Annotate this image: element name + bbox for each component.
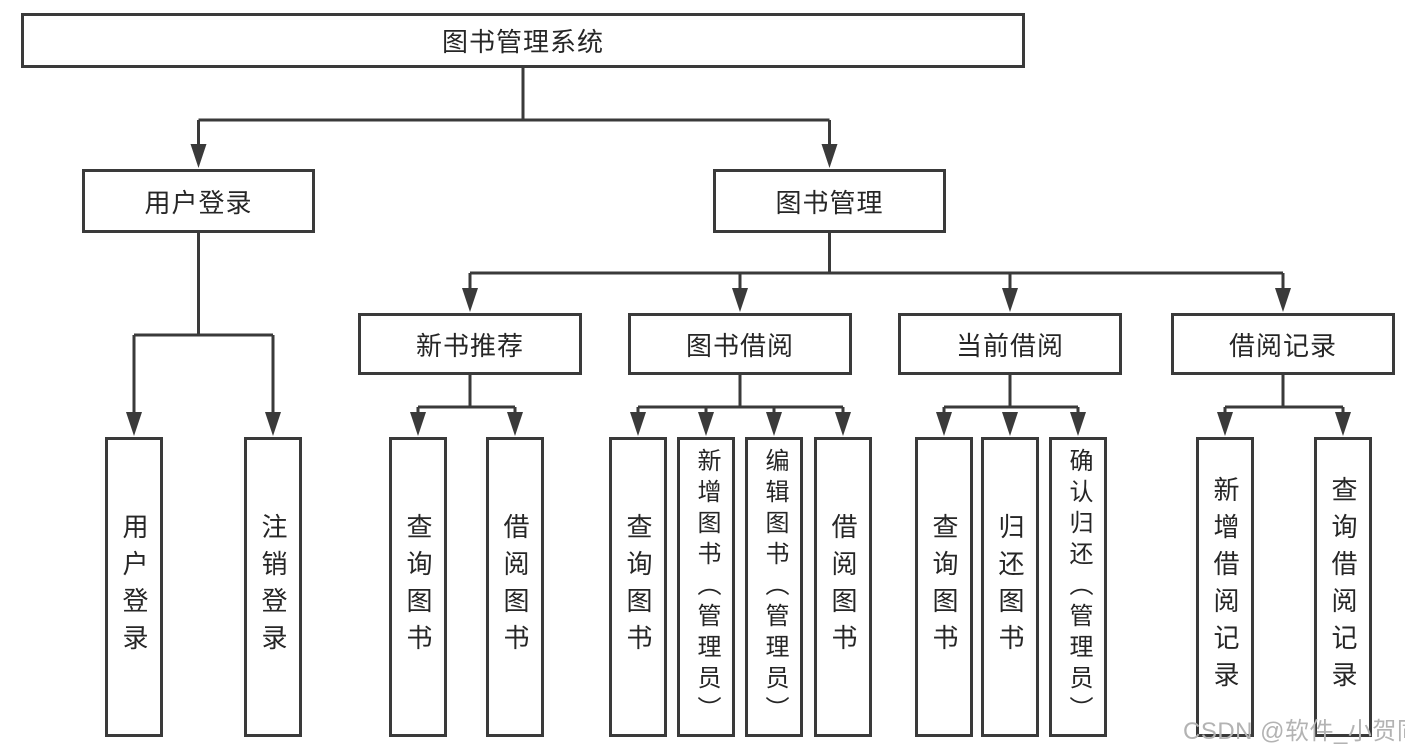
leaf-borrow-books-borrowing-label: 借阅图书 bbox=[828, 513, 858, 661]
leaf-add-books-admin: 新增图书（管理员） bbox=[677, 437, 735, 737]
leaf-borrow-books-recommend-label: 借阅图书 bbox=[500, 513, 530, 661]
leaf-add-books-admin-label: 新增图书（管理员） bbox=[693, 447, 720, 727]
leaf-edit-books-admin-label: 编辑图书（管理员） bbox=[761, 447, 788, 727]
node-library-system-label: 图书管理系统 bbox=[441, 27, 604, 57]
leaf-return-books: 归还图书 bbox=[981, 437, 1039, 737]
leaf-query-books-recommend: 查询图书 bbox=[389, 437, 447, 737]
leaf-query-books-recommend-label: 查询图书 bbox=[403, 513, 433, 661]
leaf-query-books-borrowing: 查询图书 bbox=[609, 437, 667, 737]
leaf-return-books-label: 归还图书 bbox=[995, 513, 1025, 661]
node-book-management: 图书管理 bbox=[713, 169, 946, 233]
node-current-borrowing-label: 当前借阅 bbox=[955, 330, 1064, 361]
node-user-login: 用户登录 bbox=[82, 169, 315, 233]
leaf-query-borrow-record-label: 查询借阅记录 bbox=[1328, 476, 1358, 698]
leaf-borrow-books-recommend: 借阅图书 bbox=[486, 437, 544, 737]
node-library-system: 图书管理系统 bbox=[21, 13, 1025, 68]
leaf-add-borrow-record: 新增借阅记录 bbox=[1196, 437, 1254, 737]
leaf-query-books-current-label: 查询图书 bbox=[929, 513, 959, 661]
node-book-borrowing: 图书借阅 bbox=[628, 313, 852, 375]
node-current-borrowing: 当前借阅 bbox=[898, 313, 1122, 375]
leaf-query-books-borrowing-label: 查询图书 bbox=[623, 513, 653, 661]
node-book-management-label: 图书管理 bbox=[775, 187, 884, 218]
leaf-user-login: 用户登录 bbox=[105, 437, 163, 737]
leaf-confirm-return-admin-label: 确认归还（管理员） bbox=[1065, 447, 1092, 727]
node-new-book-recommendation: 新书推荐 bbox=[358, 313, 582, 375]
leaf-add-borrow-record-label: 新增借阅记录 bbox=[1210, 476, 1240, 698]
node-borrowing-records: 借阅记录 bbox=[1171, 313, 1395, 375]
node-book-borrowing-label: 图书借阅 bbox=[685, 330, 794, 361]
leaf-logout: 注销登录 bbox=[244, 437, 302, 737]
leaf-user-login-label: 用户登录 bbox=[119, 513, 149, 661]
leaf-query-borrow-record: 查询借阅记录 bbox=[1314, 437, 1372, 737]
leaf-logout-label: 注销登录 bbox=[258, 513, 288, 661]
node-new-book-recommendation-label: 新书推荐 bbox=[415, 330, 524, 361]
leaf-borrow-books-borrowing: 借阅图书 bbox=[814, 437, 872, 737]
node-user-login-label: 用户登录 bbox=[144, 187, 253, 218]
node-borrowing-records-label: 借阅记录 bbox=[1228, 330, 1337, 361]
watermark: CSDN @软件_小贺同学 bbox=[1183, 718, 1405, 745]
leaf-edit-books-admin: 编辑图书（管理员） bbox=[745, 437, 803, 737]
leaf-confirm-return-admin: 确认归还（管理员） bbox=[1049, 437, 1107, 737]
leaf-query-books-current: 查询图书 bbox=[915, 437, 973, 737]
